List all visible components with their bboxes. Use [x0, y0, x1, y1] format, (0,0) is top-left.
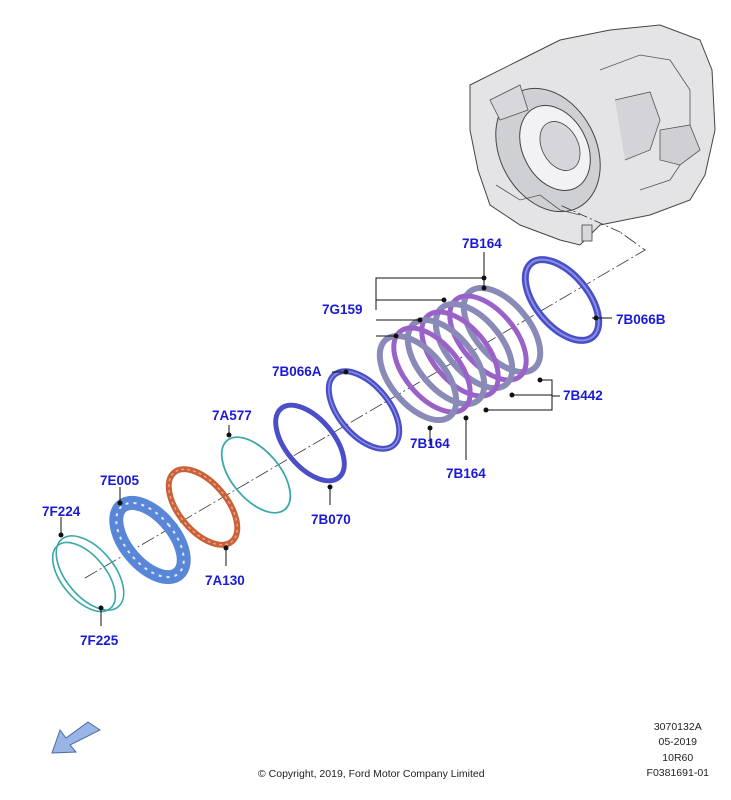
label-7B164-mid[interactable]: 7B164: [410, 436, 450, 451]
illustration-date: 05-2019: [658, 736, 698, 749]
friction-plate: [391, 325, 473, 415]
clutch-plate-7B070: [273, 402, 347, 484]
label-7F224[interactable]: 7F224: [42, 504, 81, 519]
label-7B164-top[interactable]: 7B164: [462, 236, 502, 251]
spring-ring-7A130: [165, 466, 241, 548]
label-7B164-bot[interactable]: 7B164: [446, 466, 486, 481]
transmission-housing: [469, 24, 716, 246]
snap-ring-7F224: [55, 535, 125, 611]
steel-plate: [376, 332, 460, 424]
leader-lines: [60, 252, 612, 626]
label-7G159[interactable]: 7G159: [322, 302, 363, 317]
steel-plate: [404, 316, 488, 408]
label-7B442[interactable]: 7B442: [563, 388, 603, 403]
snap-ring-7F225: [51, 541, 117, 613]
label-7A130[interactable]: 7A130: [205, 573, 245, 588]
clutch-plate-7B066B: [521, 256, 603, 344]
snap-ring-7A577: [220, 436, 292, 514]
direction-arrow-icon: [51, 721, 101, 754]
illustration-code: 3070132A: [653, 720, 702, 733]
label-7B070[interactable]: 7B070: [311, 512, 351, 527]
leader-dots: [58, 275, 599, 611]
label-7E005[interactable]: 7E005: [100, 473, 140, 488]
illustration-metadata: 3070132A 05-2019 10R60 F0381691-01: [647, 720, 709, 782]
copyright-notice: © Copyright, 2019, Ford Motor Company Li…: [258, 768, 485, 780]
clutch-plate-7B066A: [325, 368, 403, 452]
label-7A577[interactable]: 7A577: [212, 408, 252, 423]
label-7B066B[interactable]: 7B066B: [616, 312, 666, 327]
center-axis-line: [84, 231, 646, 579]
figure-id: F0381691-01: [646, 767, 709, 780]
housing-alignment-line: [559, 204, 621, 233]
friction-plate: [419, 309, 501, 399]
label-7F225[interactable]: 7F225: [80, 633, 119, 648]
transmission-model: 10R60: [662, 751, 694, 764]
label-7B066A[interactable]: 7B066A: [272, 364, 322, 379]
piston-7E005: [109, 495, 191, 585]
friction-plate: [447, 293, 529, 383]
clutch-pack-stack: [376, 284, 544, 424]
steel-plate: [432, 300, 516, 392]
steel-plate: [460, 284, 544, 376]
